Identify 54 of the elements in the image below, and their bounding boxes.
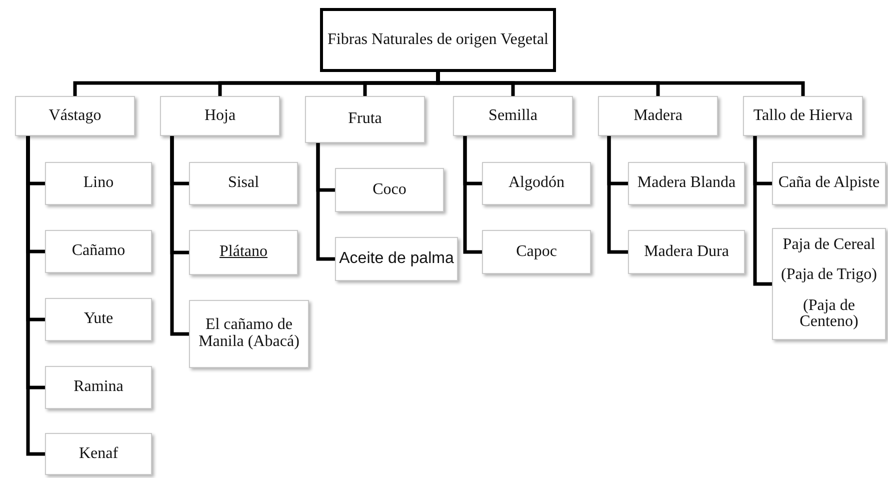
category-box <box>628 230 745 274</box>
node-label: Fruta <box>348 111 382 128</box>
category-box <box>335 168 444 212</box>
category-box <box>45 298 152 341</box>
node-label: Cañamo <box>72 243 126 260</box>
node-label: Madera Blanda <box>637 175 736 192</box>
node-label: Lino <box>83 175 114 192</box>
node-label: (Paja de Trigo) <box>781 267 877 284</box>
node-label: Coco <box>372 182 406 198</box>
category-box <box>45 162 152 205</box>
category-box <box>598 96 718 136</box>
category-box <box>453 96 573 136</box>
node-label: El cañamo de Manila (Abacá) <box>198 317 300 351</box>
node-label: Capoc <box>516 244 557 260</box>
node-label: Fibras Naturales de origen Vegetal <box>328 32 548 48</box>
node-label: Madera <box>634 108 682 124</box>
node-label: Tallo de Hierva <box>753 108 853 124</box>
category-box <box>628 162 745 205</box>
category-box <box>45 366 152 409</box>
node-label: Plátano <box>220 244 268 261</box>
category-box <box>743 96 863 136</box>
node-label: Caña de Alpiste <box>778 175 880 192</box>
connector-line <box>170 136 189 336</box>
node-label: (Paja de Centeno) <box>798 298 860 332</box>
connector-line <box>463 136 482 254</box>
category-box <box>772 162 886 205</box>
node-label: Yute <box>84 311 114 328</box>
connector-line <box>26 136 45 456</box>
category-box <box>15 96 135 136</box>
connector-line <box>753 136 772 286</box>
category-box <box>45 230 152 273</box>
category-box <box>189 162 298 205</box>
node-label: Hoja <box>204 108 236 124</box>
node-label: Madera Dura <box>644 244 729 260</box>
category-box <box>482 162 591 205</box>
node-label: Vástago <box>48 108 102 124</box>
category-box <box>335 237 458 281</box>
category-box <box>482 230 591 274</box>
category-box <box>160 96 280 136</box>
category-box <box>189 300 309 368</box>
node-label: Sisal <box>228 175 260 192</box>
category-box <box>45 433 152 475</box>
node-label: Algodón <box>508 175 564 192</box>
node-label: Paja de Cereal <box>782 236 876 254</box>
category-box <box>772 228 886 340</box>
node-label: Semilla <box>488 108 538 124</box>
category-box <box>189 230 298 275</box>
node-label: Kenaf <box>78 446 118 462</box>
category-box <box>305 96 425 143</box>
root-box <box>320 8 556 72</box>
node-label: Aceite de palma <box>339 250 454 268</box>
connector-line <box>607 136 628 254</box>
connector-line <box>316 143 335 261</box>
node-label: Ramina <box>74 379 124 396</box>
